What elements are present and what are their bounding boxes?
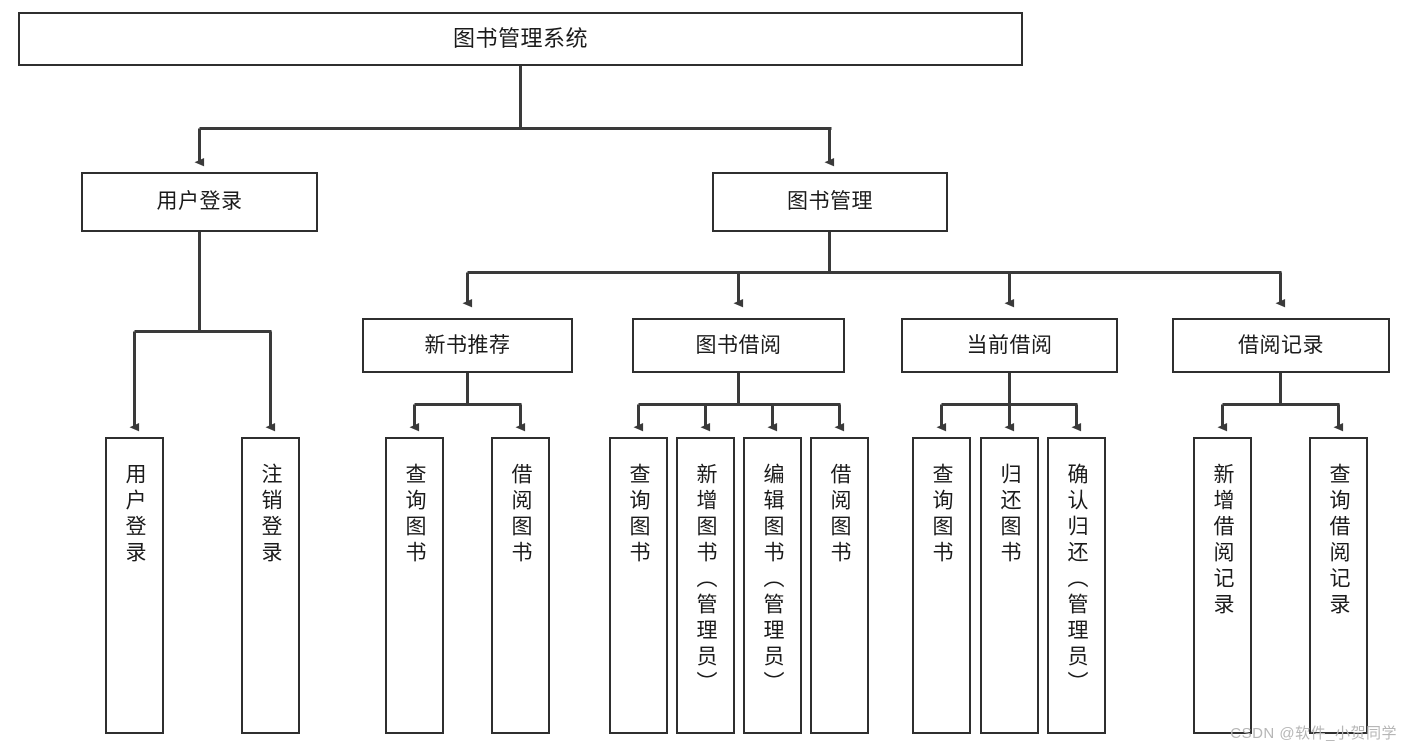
leaf-borrow-book-borrow[interactable]: 借阅图书	[810, 437, 869, 734]
node-label: 图书借阅	[695, 333, 782, 357]
leaf-query-book-recommend[interactable]: 查询图书	[385, 437, 444, 734]
node-label: 图书管理系统	[452, 25, 588, 51]
csdn-watermark: CSDN @软件_小贺同学	[1230, 725, 1397, 742]
leaf-borrow-book-recommend[interactable]: 借阅图书	[491, 437, 550, 734]
leaf-logout-login[interactable]: 注销登录	[241, 437, 300, 734]
leaf-query-book-current[interactable]: 查询图书	[912, 437, 971, 734]
node-label: 借阅图书	[828, 463, 851, 567]
leaf-user-login[interactable]: 用户登录	[105, 437, 164, 734]
node-label: 新增借阅记录	[1211, 463, 1234, 619]
node-label: 当前借阅	[966, 333, 1053, 357]
node-current-borrow[interactable]: 当前借阅	[901, 318, 1118, 373]
node-label: 编辑图书（管理员）	[761, 463, 784, 697]
leaf-add-borrow-record[interactable]: 新增借阅记录	[1193, 437, 1252, 734]
node-root-system[interactable]: 图书管理系统	[18, 12, 1023, 66]
leaf-query-book-borrow[interactable]: 查询图书	[609, 437, 668, 734]
leaf-edit-book-admin[interactable]: 编辑图书（管理员）	[743, 437, 802, 734]
leaf-add-book-admin[interactable]: 新增图书（管理员）	[676, 437, 735, 734]
leaf-confirm-return-admin[interactable]: 确认归还（管理员）	[1047, 437, 1106, 734]
node-label: 归还图书	[998, 463, 1021, 567]
node-new-book-recommend[interactable]: 新书推荐	[362, 318, 573, 373]
node-label: 用户登录	[123, 463, 146, 567]
node-label: 新书推荐	[424, 333, 511, 357]
node-label: 确认归还（管理员）	[1065, 463, 1088, 697]
node-label: 查询图书	[627, 463, 650, 567]
node-label: 查询图书	[403, 463, 426, 567]
node-label: 注销登录	[259, 463, 282, 567]
node-label: 借阅图书	[509, 463, 532, 567]
node-borrow-record[interactable]: 借阅记录	[1172, 318, 1390, 373]
node-label: 图书管理	[787, 190, 873, 214]
node-user-login[interactable]: 用户登录	[81, 172, 318, 232]
leaf-return-book[interactable]: 归还图书	[980, 437, 1039, 734]
node-label: 新增图书（管理员）	[694, 463, 717, 697]
leaf-query-borrow-record[interactable]: 查询借阅记录	[1309, 437, 1368, 734]
node-label: 查询图书	[930, 463, 953, 567]
node-book-borrow[interactable]: 图书借阅	[632, 318, 845, 373]
node-book-manage[interactable]: 图书管理	[712, 172, 948, 232]
node-label: 用户登录	[156, 190, 243, 214]
node-label: 查询借阅记录	[1327, 463, 1350, 619]
node-label: 借阅记录	[1238, 333, 1324, 357]
